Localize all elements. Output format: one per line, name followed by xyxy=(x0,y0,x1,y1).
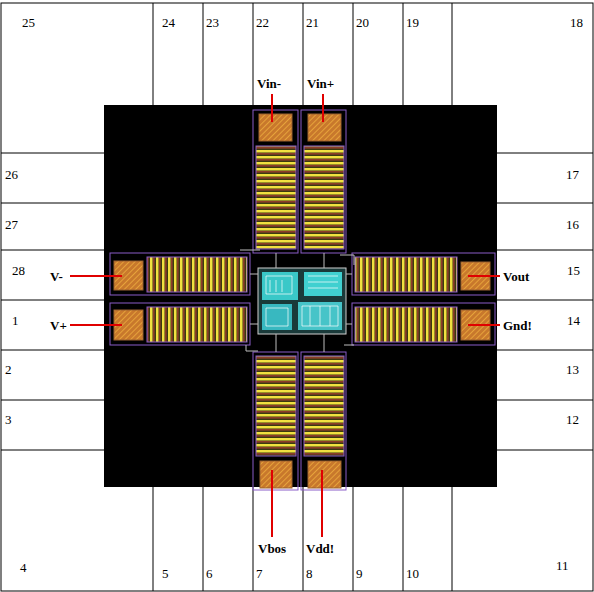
pin-number: 24 xyxy=(162,15,175,30)
pad-name: Vbos xyxy=(258,541,286,556)
pin-number: 26 xyxy=(5,167,18,182)
pin-number: 17 xyxy=(566,167,579,182)
pad-name: Vin- xyxy=(257,76,281,91)
pin-number: 4 xyxy=(20,560,27,575)
pin-number: 27 xyxy=(5,217,18,232)
pin-number: 25 xyxy=(22,15,35,30)
pad-frames xyxy=(110,110,495,490)
pin-number: 2 xyxy=(5,362,12,377)
pin-number: 3 xyxy=(5,412,12,427)
pin-number: 6 xyxy=(206,566,213,581)
pad-name: V+ xyxy=(50,318,67,333)
pad-name: Vdd! xyxy=(306,541,334,556)
pin-number: 13 xyxy=(566,362,579,377)
pin-grid xyxy=(1,3,593,591)
pin-number: 28 xyxy=(12,263,25,278)
pin-number: 8 xyxy=(306,566,313,581)
leader-lines xyxy=(70,94,500,537)
pin-number: 21 xyxy=(306,15,319,30)
pin-number: 16 xyxy=(566,217,579,232)
pin-number: 11 xyxy=(556,558,569,573)
pin-number: 7 xyxy=(256,566,263,581)
pin-number: 14 xyxy=(567,313,580,328)
pin-number: 23 xyxy=(206,15,219,30)
pad-name: Gnd! xyxy=(503,318,532,333)
pin-number: 5 xyxy=(162,566,169,581)
pin-number: 15 xyxy=(567,263,580,278)
pad-name: V- xyxy=(50,269,63,284)
pin-number: 19 xyxy=(406,15,419,30)
pin-number: 10 xyxy=(406,566,419,581)
bond-pads xyxy=(114,114,490,488)
pin-number: 20 xyxy=(356,15,369,30)
pin-number: 9 xyxy=(356,566,363,581)
pin-number: 1 xyxy=(12,313,19,328)
pin-number: 12 xyxy=(566,412,579,427)
esd-structures xyxy=(147,146,457,456)
pad-name: Vin+ xyxy=(307,76,334,91)
core-circuit xyxy=(240,250,354,352)
pad-name: Vout xyxy=(503,269,529,284)
pin-number: 22 xyxy=(256,15,269,30)
pin-number: 18 xyxy=(570,15,583,30)
